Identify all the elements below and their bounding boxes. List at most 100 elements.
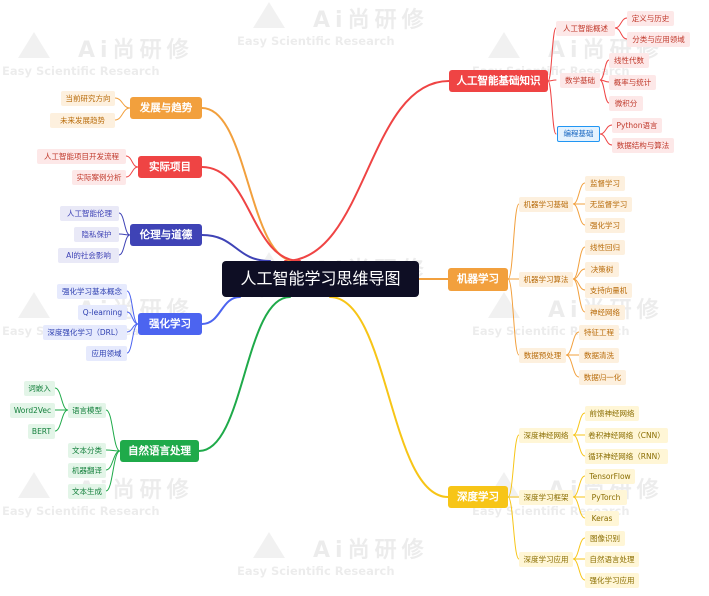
wire-ethics-leaves — [118, 234, 131, 256]
leaf-data-structures[interactable]: 数据结构与算法 — [612, 138, 674, 153]
wire-trends-leaves — [114, 97, 131, 109]
wire-programming-leaves — [599, 124, 613, 135]
leaf-rl-basics[interactable]: 强化学习基本概念 — [57, 284, 127, 299]
wire-nlp-subs — [105, 450, 121, 492]
wire-dnn-leaves — [572, 434, 586, 457]
leaf-image-recognition[interactable]: 图像识别 — [585, 531, 625, 546]
leaf-nlp-application[interactable]: 自然语言处理 — [585, 552, 639, 567]
leaf-unsupervised[interactable]: 无监督学习 — [585, 197, 632, 212]
sub-dl-frameworks[interactable]: 深度学习框架 — [519, 490, 573, 505]
wire-rl-leaves — [126, 311, 139, 325]
sub-language-model[interactable]: 语言模型 — [68, 403, 106, 418]
wire-center-projects — [201, 166, 301, 262]
sub-dl-applications[interactable]: 深度学习应用 — [519, 552, 573, 567]
wire-nlp-subs — [105, 409, 121, 452]
leaf-feature-engineering[interactable]: 特征工程 — [579, 325, 619, 340]
wire-projects-leaves — [125, 155, 139, 168]
leaf-rl-applications[interactable]: 应用领域 — [86, 346, 127, 361]
leaf-pytorch[interactable]: PyTorch — [585, 490, 627, 505]
wire-math-leaves — [599, 79, 610, 104]
wire-language-model-leaves — [54, 387, 69, 411]
wire-rl-leaves — [126, 290, 139, 325]
sub-text-classification[interactable]: 文本分类 — [68, 443, 106, 458]
leaf-project-process[interactable]: 人工智能项目开发流程 — [37, 149, 126, 164]
sub-programming[interactable]: 编程基础 — [557, 126, 600, 142]
leaf-social-impact[interactable]: AI的社会影响 — [58, 248, 119, 263]
branch-machine-learning[interactable]: 机器学习 — [448, 268, 508, 291]
leaf-word-embedding[interactable]: 词嵌入 — [24, 381, 55, 396]
leaf-future-trends[interactable]: 未来发展趋势 — [50, 113, 115, 128]
sub-machine-translation[interactable]: 机器翻译 — [68, 463, 106, 478]
leaf-reinforcement[interactable]: 强化学习 — [585, 218, 625, 233]
leaf-neural-network[interactable]: 神经网络 — [585, 305, 625, 320]
wire-ml-subs — [507, 278, 520, 356]
wire-ai-overview-leaves — [614, 17, 628, 29]
leaf-definition-history[interactable]: 定义与历史 — [627, 11, 674, 26]
leaf-classification[interactable]: 分类与应用领域 — [627, 32, 690, 47]
leaf-privacy[interactable]: 隐私保护 — [74, 227, 119, 242]
wire-ai-basics-subs — [547, 80, 557, 135]
sub-ml-basics[interactable]: 机器学习基础 — [519, 197, 573, 212]
leaf-normalization[interactable]: 数据归一化 — [579, 370, 626, 385]
wire-ai-basics-subs — [547, 79, 557, 82]
leaf-linear-regression[interactable]: 线性回归 — [585, 240, 625, 255]
branch-ethics[interactable]: 伦理与道德 — [130, 224, 202, 246]
wire-dnn-leaves — [572, 412, 586, 436]
leaf-calculus[interactable]: 微积分 — [609, 96, 643, 111]
wire-ml-algorithms-leaves — [572, 246, 586, 280]
sub-math[interactable]: 数学基础 — [560, 73, 600, 88]
wire-center-rl — [201, 296, 241, 325]
wire-ai-overview-leaves — [614, 27, 628, 40]
branch-trends[interactable]: 发展与趋势 — [130, 97, 202, 119]
wire-dl-apps-leaves — [572, 537, 586, 560]
leaf-decision-tree[interactable]: 决策树 — [585, 262, 619, 277]
branch-projects[interactable]: 实际项目 — [138, 156, 202, 178]
wire-trends-leaves — [114, 107, 131, 121]
leaf-rnn[interactable]: 循环神经网络（RNN） — [585, 449, 668, 464]
sub-data-preprocessing[interactable]: 数据预处理 — [519, 348, 566, 363]
leaf-q-learning[interactable]: Q-learning — [78, 305, 127, 320]
wire-math-leaves — [599, 59, 610, 81]
leaf-data-cleaning[interactable]: 数据清洗 — [579, 348, 619, 363]
wire-dl-subs — [507, 496, 520, 560]
leaf-research-directions[interactable]: 当前研究方向 — [61, 91, 115, 106]
wire-ethics-leaves — [118, 212, 131, 236]
leaf-tensorflow[interactable]: TensorFlow — [585, 469, 635, 484]
leaf-probability[interactable]: 概率与统计 — [609, 75, 656, 90]
wire-center-ethics — [201, 234, 271, 262]
leaf-supervised[interactable]: 监督学习 — [585, 176, 625, 191]
sub-ml-algorithms[interactable]: 机器学习算法 — [519, 272, 573, 287]
leaf-python[interactable]: Python语言 — [612, 118, 662, 133]
leaf-linear-algebra[interactable]: 线性代数 — [609, 53, 649, 68]
wire-ml-algorithms-leaves — [572, 278, 586, 313]
leaf-bert[interactable]: BERT — [28, 424, 55, 439]
sub-text-generation[interactable]: 文本生成 — [68, 484, 106, 499]
leaf-feedforward[interactable]: 前馈神经网络 — [585, 406, 639, 421]
center-topic[interactable]: 人工智能学习思维导图 — [222, 261, 419, 297]
branch-deep-learning[interactable]: 深度学习 — [448, 486, 508, 508]
leaf-case-study[interactable]: 实际案例分析 — [72, 170, 126, 185]
wire-language-model-leaves — [54, 409, 69, 432]
branch-ai-basics[interactable]: 人工智能基础知识 — [449, 70, 548, 92]
sub-dnn[interactable]: 深度神经网络 — [519, 428, 573, 443]
wire-center-dl — [329, 296, 449, 498]
wire-ml-subs — [507, 203, 520, 280]
sub-ai-overview[interactable]: 人工智能概述 — [556, 21, 615, 36]
leaf-cnn[interactable]: 卷积神经网络（CNN） — [585, 428, 668, 443]
wire-projects-leaves — [125, 166, 139, 178]
wire-ml-basics-leaves — [572, 203, 586, 226]
branch-reinforcement-learning[interactable]: 强化学习 — [138, 313, 202, 335]
branch-nlp[interactable]: 自然语言处理 — [120, 440, 199, 462]
wire-ai-basics-subs — [547, 27, 557, 82]
leaf-rl-application[interactable]: 强化学习应用 — [585, 573, 639, 588]
wire-center-nlp — [198, 296, 291, 452]
wire-center-ai-basics — [284, 80, 450, 262]
wire-programming-leaves — [599, 133, 613, 146]
leaf-ai-ethics[interactable]: 人工智能伦理 — [60, 206, 119, 221]
leaf-svm[interactable]: 支持向量机 — [585, 283, 632, 298]
leaf-word2vec[interactable]: Word2Vec — [10, 403, 55, 418]
leaf-keras[interactable]: Keras — [585, 511, 619, 526]
leaf-drl[interactable]: 深度强化学习（DRL） — [43, 325, 127, 340]
